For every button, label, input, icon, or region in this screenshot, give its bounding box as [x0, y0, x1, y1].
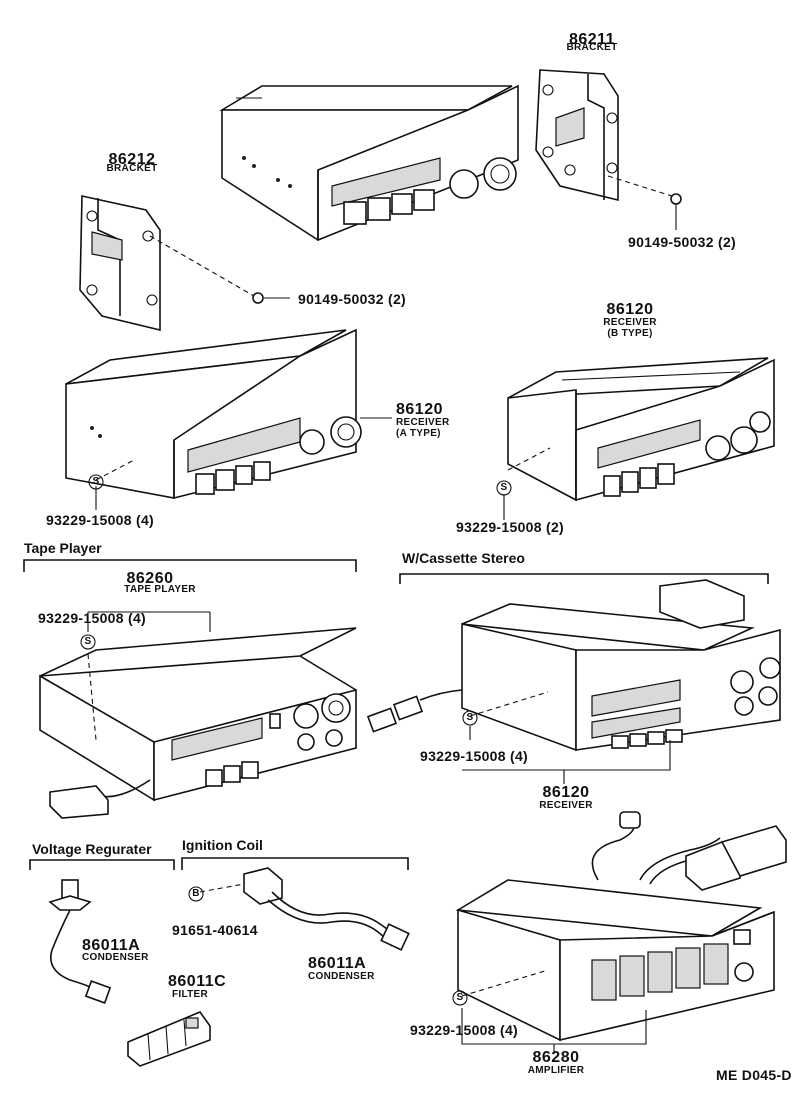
marker-s-cassette: S: [466, 712, 474, 723]
part-receiver-a-number: 86120: [396, 401, 443, 418]
section-voltage-regurater: Voltage Regurater: [32, 841, 152, 857]
part-amplifier-name: AMPLIFIER: [527, 1065, 585, 1076]
part-86212-name: BRACKET: [106, 163, 158, 174]
receiver-a-illustration: [65, 328, 392, 510]
part-receiver-b-number: 86120: [606, 301, 654, 318]
part-86260-number: 86260: [126, 570, 174, 587]
part-screw-amplifier: 93229-15008 (4): [410, 1022, 519, 1038]
part-86211-name: BRACKET: [566, 42, 618, 53]
marker-s-amplifier: S: [456, 992, 464, 1003]
part-screw-right: 90149-50032 (2): [628, 234, 737, 250]
part-receiver-b-name: RECEIVER: [603, 317, 657, 328]
filter-illustration: [127, 1011, 211, 1067]
ignition-condenser-illustration: [199, 867, 410, 951]
cassette-receiver-illustration: [366, 579, 781, 784]
part-filter-number: 86011C: [168, 973, 227, 990]
amplifier-illustration: [455, 811, 787, 1054]
tape-player-illustration: [39, 611, 357, 819]
part-receiver-b-type: (B TYPE): [607, 328, 653, 339]
section-cassette-stereo: W/Cassette Stereo: [402, 550, 525, 566]
marker-b-ignition: B: [192, 888, 200, 899]
part-receiver-cassette-name: RECEIVER: [539, 800, 593, 811]
diagram-code: ME D045-D: [716, 1067, 792, 1083]
marker-s-tape: S: [84, 636, 92, 647]
part-condenser-ig-number: 86011A: [308, 955, 367, 972]
part-receiver-cassette-number: 86120: [542, 784, 590, 801]
tape-player-bracket: [23, 559, 357, 572]
receiver-b-illustration: [503, 357, 775, 520]
section-tape-player: Tape Player: [24, 540, 102, 556]
bracket-86212-illustration: [79, 195, 290, 332]
part-screw-receiver-a: 93229-15008 (4): [46, 512, 155, 528]
marker-s-receiver-b: S: [500, 482, 508, 493]
part-86260-name: TAPE PLAYER: [124, 584, 196, 595]
part-screw-receiver-b: 93229-15008 (2): [456, 519, 565, 535]
ignition-bracket: [181, 857, 409, 870]
part-condenser-vr-name: CONDENSER: [82, 952, 149, 963]
part-86211-number: 86211: [568, 31, 616, 48]
part-bolt-ignition: 91651-40614: [172, 922, 258, 938]
part-86212-number: 86212: [108, 151, 156, 168]
part-screw-tape-player: 93229-15008 (4): [38, 610, 147, 626]
cassette-bracket: [399, 573, 769, 584]
voltage-condenser-illustration: [48, 879, 112, 1004]
section-ignition-coil: Ignition Coil: [182, 837, 263, 853]
part-receiver-a-name: RECEIVER: [396, 417, 450, 428]
bracket-86211-illustration: [535, 69, 682, 230]
part-condenser-ig-name: CONDENSER: [308, 971, 375, 982]
part-receiver-a-type: (A TYPE): [396, 428, 441, 439]
marker-s-receiver-a: S: [92, 476, 100, 487]
part-condenser-vr-number: 86011A: [82, 937, 141, 954]
top-radio-illustration: [219, 84, 519, 242]
part-amplifier-number: 86280: [532, 1049, 580, 1066]
voltage-bracket: [29, 859, 175, 870]
part-screw-left: 90149-50032 (2): [298, 291, 407, 307]
part-screw-cassette: 93229-15008 (4): [420, 748, 529, 764]
part-filter-name: FILTER: [172, 989, 209, 1000]
marker-circles: [80, 474, 512, 1006]
